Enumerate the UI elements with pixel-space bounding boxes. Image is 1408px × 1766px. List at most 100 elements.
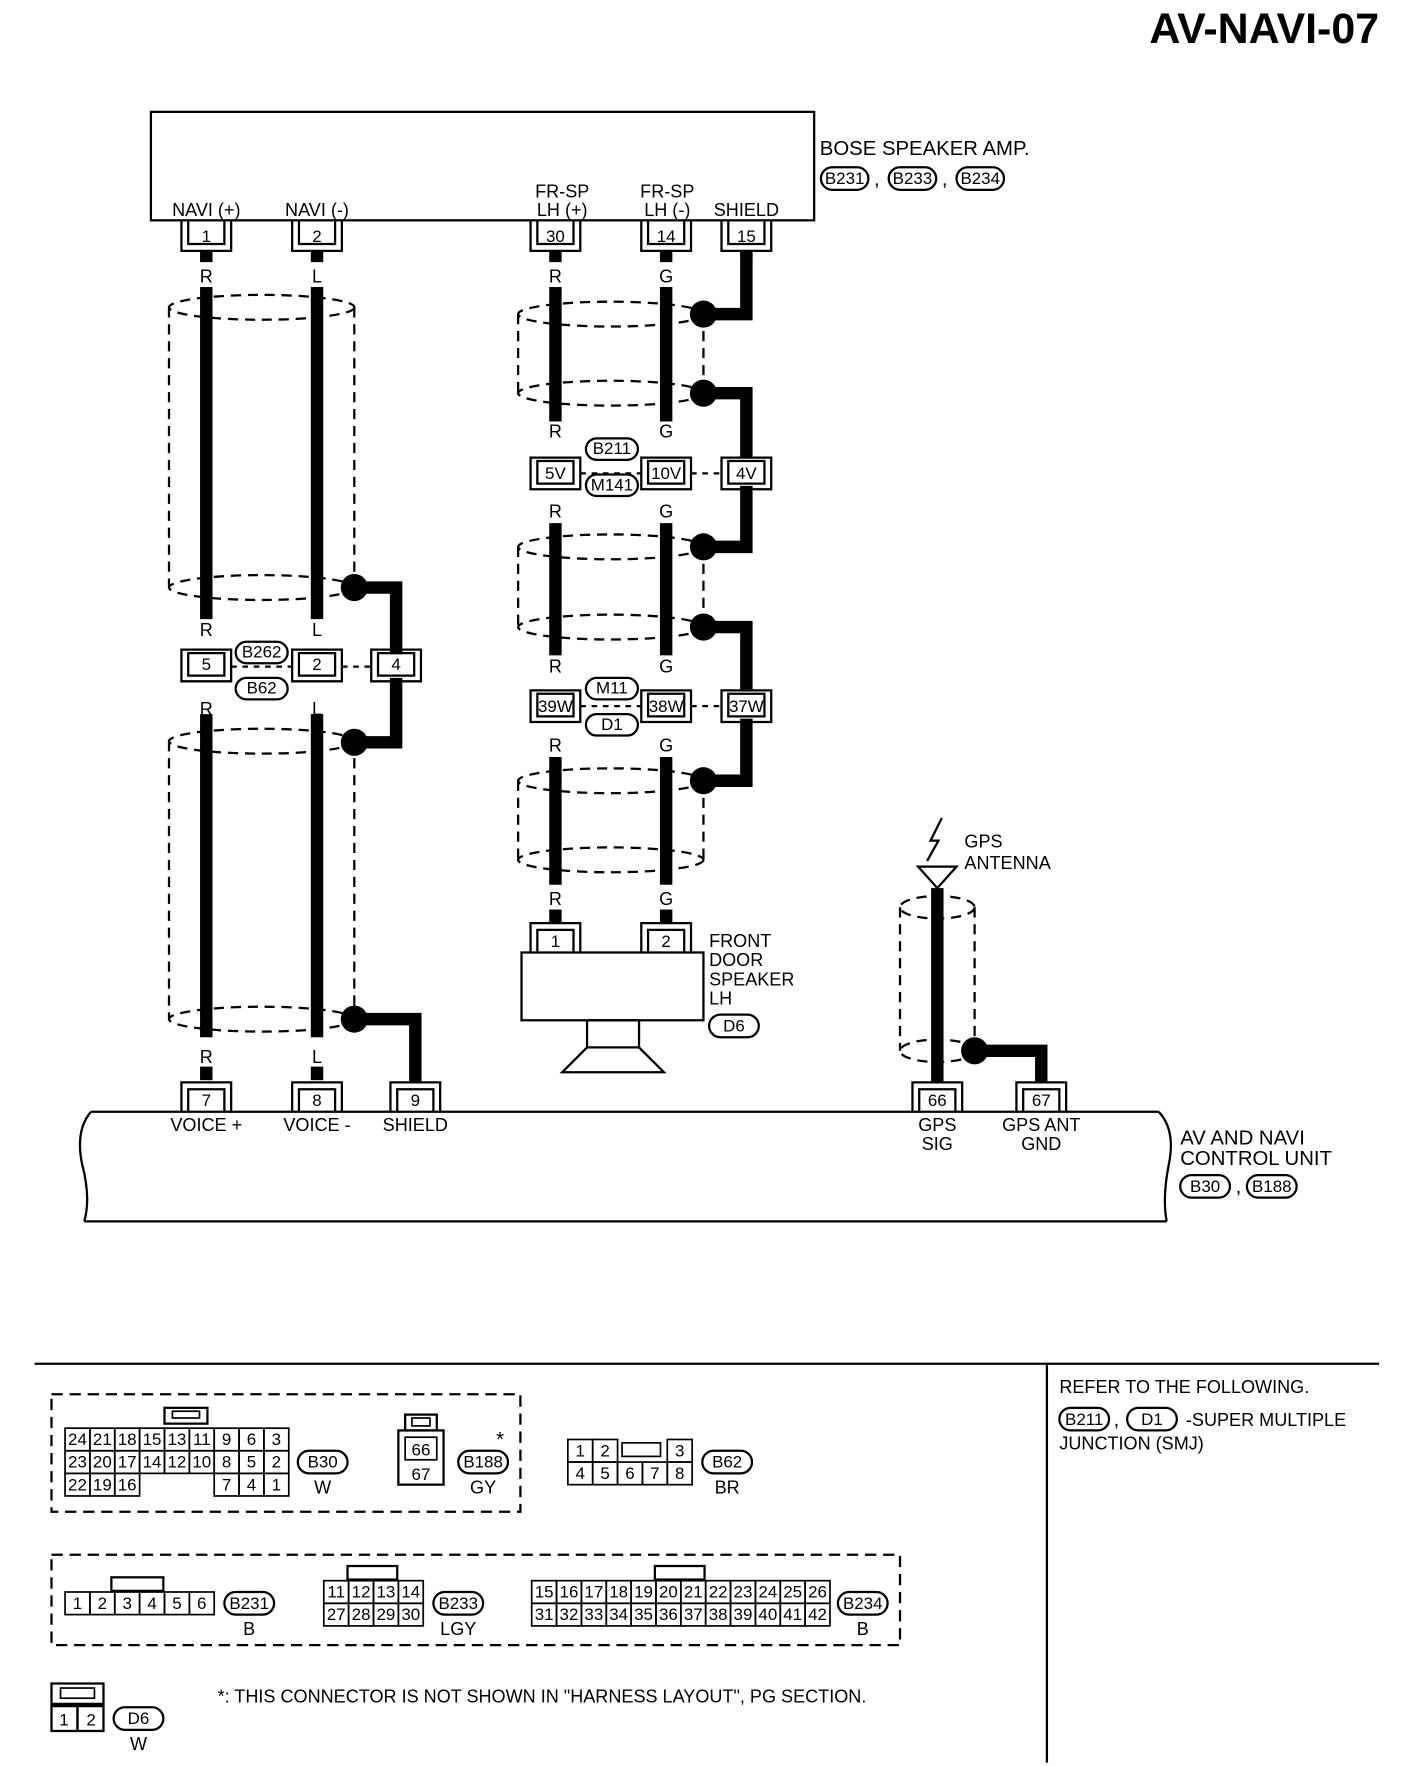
speaker-pin-2: 2 [661, 932, 670, 951]
b234-pin: 41 [783, 1605, 802, 1624]
speaker-connector: D6 [723, 1017, 745, 1036]
cu-name-line-1: AV AND NAVI [1180, 1128, 1305, 1150]
wire-color-label: R [200, 699, 213, 719]
b62-pin: 3 [675, 1441, 684, 1460]
b30-pin: 4 [247, 1475, 256, 1494]
b233-id: B233 [438, 1594, 478, 1613]
speaker-name-line-3: SPEAKER [709, 969, 794, 989]
amp-pin-15: 15 [737, 227, 756, 246]
b234-pin: 15 [535, 1583, 554, 1602]
b231-pin: 2 [98, 1594, 107, 1613]
b30-pin: 19 [93, 1475, 112, 1494]
b233-pin: 13 [377, 1583, 396, 1602]
b30-pin: 15 [143, 1430, 162, 1449]
speaker-name-line-2: DOOR [709, 950, 763, 970]
amp-pin-label-shield: SHIELD [714, 200, 779, 220]
cu-connector-refs: B30 , B188 [1179, 1173, 1298, 1199]
b30-pin: 6 [247, 1430, 256, 1449]
b30-pin: 13 [167, 1430, 186, 1449]
cu-pin-label-voice-minus: VOICE - [283, 1115, 350, 1135]
d6-id: D6 [128, 1709, 150, 1728]
wire-color-label: R [549, 501, 562, 521]
b30-pin: 7 [222, 1475, 231, 1494]
b62-badge [701, 1449, 754, 1475]
cu-conn-b188: B188 [1252, 1177, 1292, 1196]
amp-pin-1: 1 [202, 227, 211, 246]
speaker-name-line-1: FRONT [709, 931, 771, 951]
cu-pin-label-voice-plus: VOICE + [170, 1115, 242, 1135]
b234-pin: 25 [783, 1583, 802, 1602]
amp-pins: 1 2 30 14 15 [180, 221, 773, 252]
middle-circuit [517, 250, 773, 1074]
b30-badge [296, 1449, 349, 1475]
wire-color-label: R [549, 266, 562, 286]
b188-badge [457, 1449, 510, 1475]
b231-pin: 5 [172, 1594, 181, 1613]
b62-id: B62 [712, 1453, 742, 1472]
cu-name-line-2: CONTROL UNIT [1180, 1148, 1332, 1170]
amp-name: BOSE SPEAKER AMP. [820, 138, 1030, 160]
b62-pin: 1 [576, 1441, 585, 1460]
amp-conn-b234: B234 [960, 169, 1000, 188]
b234-pin: 32 [560, 1605, 579, 1624]
b234-pin: 31 [535, 1605, 554, 1624]
b231-badge [223, 1590, 276, 1616]
amp-pin-14: 14 [657, 227, 676, 246]
amp-pin-label-frsp-1b: LH (+) [537, 200, 588, 220]
b234-pin: 17 [584, 1583, 603, 1602]
left-junction-pin-5: 5 [202, 655, 211, 674]
b30-pin: 11 [193, 1430, 211, 1449]
left-junction-lower-conn: B62 [247, 679, 277, 698]
mid-junction1-pin-5v: 5V [545, 464, 566, 483]
b231-pin: 3 [122, 1594, 131, 1613]
b30-pin: 9 [222, 1430, 231, 1449]
b30-id: B30 [308, 1453, 338, 1472]
refer-desc-1: -SUPER MULTIPLE [1186, 1410, 1346, 1430]
b62-color: BR [715, 1478, 740, 1498]
cu-pin-label-shield: SHIELD [383, 1115, 448, 1135]
cu-pin-label-gps-gnd-1: GPS ANT [1002, 1115, 1080, 1135]
mid-junction2-pin-39w: 39W [538, 697, 573, 716]
wire-color-label: L [312, 266, 322, 286]
mid-junction2-upper-conn: M11 [596, 679, 628, 698]
wire-color-label: L [312, 699, 322, 719]
refer-badge-1 [1058, 1406, 1111, 1432]
speaker-pin-1: 1 [551, 932, 560, 951]
b188-color: GY [470, 1478, 496, 1498]
d6-pin-2: 2 [86, 1710, 95, 1729]
d6-badge [112, 1706, 165, 1731]
mid-junction2-pin-37w: 37W [729, 697, 764, 716]
svg-text:,: , [942, 168, 948, 190]
b30-pin: 12 [167, 1453, 186, 1472]
b30-pin: 8 [222, 1453, 231, 1472]
b234-id: B234 [843, 1594, 883, 1613]
amp-pin-label-navi-minus: NAVI (-) [285, 200, 349, 220]
footnote: *: THIS CONNECTOR IS NOT SHOWN IN "HARNE… [218, 1687, 867, 1707]
wire-color-label: L [312, 1047, 322, 1067]
b30-pin: 1 [272, 1475, 281, 1494]
wire-color-label: G [659, 656, 673, 676]
left-junction-upper-conn: B262 [242, 643, 282, 662]
b234-pin: 22 [709, 1583, 728, 1602]
b234-pin: 24 [758, 1583, 777, 1602]
cu-pin-label-gps-gnd-2: GND [1021, 1134, 1061, 1154]
b30-pin: 20 [93, 1453, 112, 1472]
b234-pin: 37 [684, 1605, 703, 1624]
wire-color-label: R [549, 735, 562, 755]
left-circuit [167, 250, 423, 1083]
amp-pin-30: 30 [546, 227, 565, 246]
wire-color-label: L [312, 620, 322, 640]
cu-pin-label-gps-sig-2: SIG [922, 1134, 953, 1154]
wire-color-label: R [549, 656, 562, 676]
b62-pin: 6 [625, 1464, 634, 1483]
speaker-name-line-4: LH [709, 988, 732, 1008]
b231-pin: 6 [197, 1594, 206, 1613]
b234-pin: 34 [609, 1605, 628, 1624]
b234-badge [836, 1590, 889, 1616]
wire-color-label: G [659, 266, 673, 286]
